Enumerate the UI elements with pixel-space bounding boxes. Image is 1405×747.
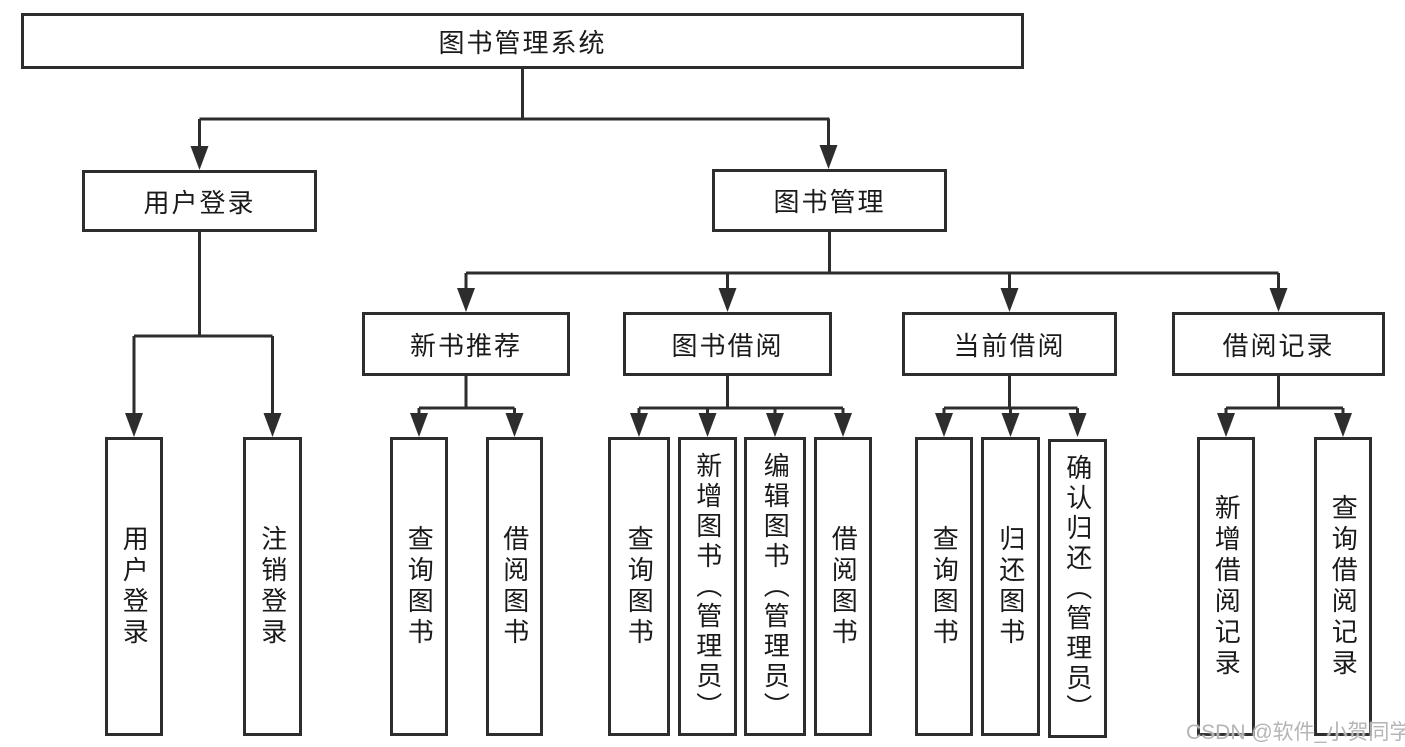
leaf-query-books-recommend-label: 查询图书: [404, 524, 435, 649]
leaf-edit-book-admin-label: 编辑图书（管理员）: [760, 451, 791, 722]
node-current-borrowing: 当前借阅: [902, 312, 1117, 376]
node-user-login-label: 用户登录: [143, 187, 256, 218]
node-user-login: 用户登录: [82, 170, 317, 232]
arrowheads: [125, 145, 1352, 437]
node-book-borrowing: 图书借阅: [623, 312, 832, 376]
watermark: CSDN @软件_小贺同学: [1186, 721, 1405, 744]
node-book-management-label: 图书管理: [773, 187, 886, 217]
node-new-book-recommend: 新书推荐: [362, 312, 570, 376]
leaf-query-borrow-record-label: 查询借阅记录: [1328, 493, 1359, 680]
leaf-return-books-label: 归还图书: [995, 524, 1026, 649]
leaf-query-borrow-record: 查询借阅记录: [1314, 437, 1372, 736]
leaf-borrow-books-borrowing: 借阅图书: [814, 437, 872, 736]
node-root: 图书管理系统: [21, 13, 1024, 69]
leaf-borrow-books-borrowing-label: 借阅图书: [828, 524, 859, 649]
leaf-borrow-books-recommend-label: 借阅图书: [499, 524, 530, 649]
leaf-query-books-borrowing-label: 查询图书: [624, 524, 655, 649]
leaf-confirm-return-admin-label: 确认归还（管理员）: [1062, 453, 1093, 724]
node-borrowing-records-label: 借阅记录: [1222, 330, 1335, 361]
leaf-confirm-return-admin: 确认归还（管理员）: [1048, 439, 1107, 738]
node-root-label: 图书管理系统: [438, 27, 607, 58]
leaf-query-books-borrowing: 查询图书: [608, 437, 670, 736]
node-new-book-recommend-label: 新书推荐: [409, 330, 522, 361]
leaf-add-borrow-record-label: 新增借阅记录: [1211, 493, 1242, 680]
leaf-add-book-admin: 新增图书（管理员）: [678, 437, 737, 736]
leaf-query-books-recommend: 查询图书: [390, 437, 448, 736]
leaf-query-books-current: 查询图书: [915, 437, 973, 736]
leaf-return-books: 归还图书: [981, 437, 1040, 736]
leaf-edit-book-admin: 编辑图书（管理员）: [744, 437, 806, 736]
leaf-user-login: 用户登录: [105, 437, 163, 736]
node-book-management: 图书管理: [712, 169, 947, 232]
leaf-add-borrow-record: 新增借阅记录: [1197, 437, 1255, 736]
leaf-logout-label: 注销登录: [257, 524, 288, 649]
leaf-logout: 注销登录: [243, 437, 302, 736]
leaf-query-books-current-label: 查询图书: [929, 524, 960, 649]
leaf-add-book-admin-label: 新增图书（管理员）: [692, 451, 723, 722]
leaf-user-login-label: 用户登录: [119, 524, 150, 649]
node-borrowing-records: 借阅记录: [1172, 312, 1385, 376]
leaf-borrow-books-recommend: 借阅图书: [486, 437, 543, 736]
node-current-borrowing-label: 当前借阅: [953, 330, 1066, 361]
node-book-borrowing-label: 图书借阅: [671, 330, 784, 361]
